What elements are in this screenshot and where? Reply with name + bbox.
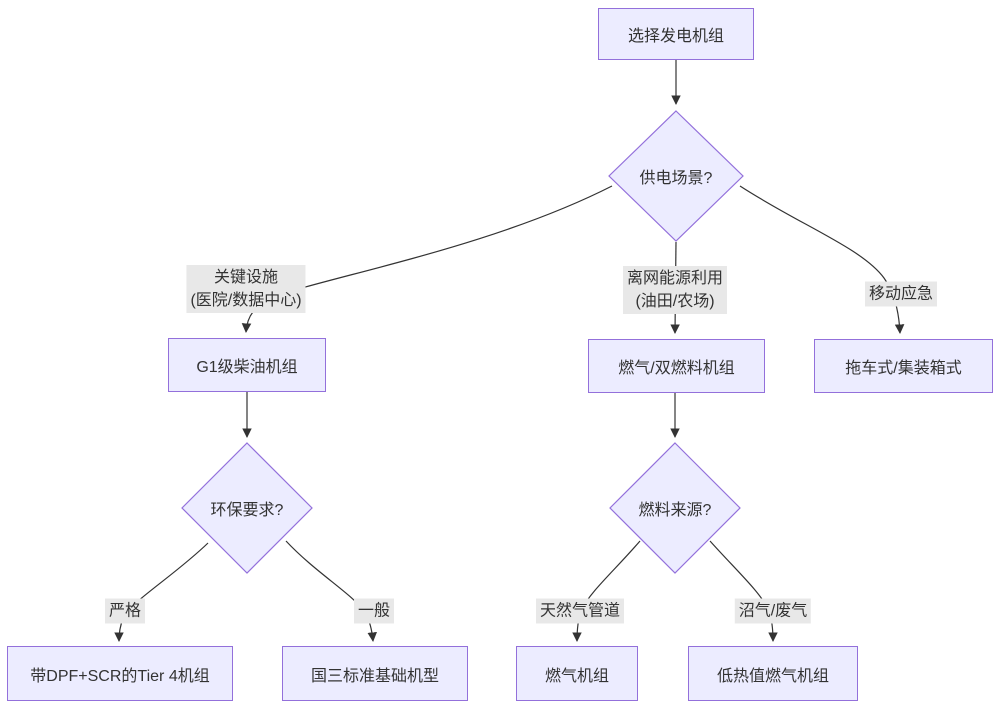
node-tier4-dpf-scr-label: 带DPF+SCR的Tier 4机组 <box>30 667 210 685</box>
node-low-heat-gas-label: 低热值燃气机组 <box>716 667 829 685</box>
diamond-shape <box>181 442 313 574</box>
node-fuel-source-label: 燃料来源? <box>638 502 712 519</box>
diamond-shape <box>609 442 741 574</box>
edge-label-critical-facility: 关键设施 (医院/数据中心) <box>186 265 306 313</box>
node-g1-diesel: G1级柴油机组 <box>168 338 326 392</box>
node-select-genset: 选择发电机组 <box>598 8 754 60</box>
node-select-genset-label: 选择发电机组 <box>627 28 724 45</box>
node-guosan-basic: 国三标准基础机型 <box>282 646 468 701</box>
edge-label-general: 一般 <box>353 598 395 624</box>
edge-label-biogas-waste-gas: 沼气/废气 <box>734 598 812 624</box>
edge-scenario-to-trailer <box>739 185 905 334</box>
node-fuel-source: 燃料来源? <box>609 442 741 574</box>
node-gas-dual-fuel: 燃气/双燃料机组 <box>588 339 765 393</box>
node-env-requirement-label: 环保要求? <box>210 502 284 519</box>
edge-label-natural-gas-pipeline: 天然气管道 <box>535 598 625 624</box>
node-gas-unit-label: 燃气机组 <box>544 667 609 685</box>
edge-label-mobile-emergency: 移动应急 <box>864 281 938 307</box>
node-g1-diesel-label: G1级柴油机组 <box>196 359 298 376</box>
node-guosan-basic-label: 国三标准基础机型 <box>310 667 439 685</box>
node-trailer-container: 拖车式/集装箱式 <box>814 339 993 393</box>
diamond-shape <box>608 110 744 242</box>
node-tier4-dpf-scr: 带DPF+SCR的Tier 4机组 <box>7 646 233 701</box>
node-gas-unit: 燃气机组 <box>516 646 638 701</box>
node-gas-dual-fuel-label: 燃气/双燃料机组 <box>618 360 735 377</box>
node-low-heat-gas: 低热值燃气机组 <box>688 646 858 701</box>
node-trailer-container-label: 拖车式/集装箱式 <box>845 360 962 377</box>
edge-label-strict: 严格 <box>104 598 146 624</box>
edge-label-offgrid-energy: 离网能源利用 (油田/农场) <box>622 266 728 314</box>
node-power-scenario: 供电场景? <box>608 110 744 242</box>
node-power-scenario-label: 供电场景? <box>639 170 713 187</box>
node-env-requirement: 环保要求? <box>181 442 313 574</box>
